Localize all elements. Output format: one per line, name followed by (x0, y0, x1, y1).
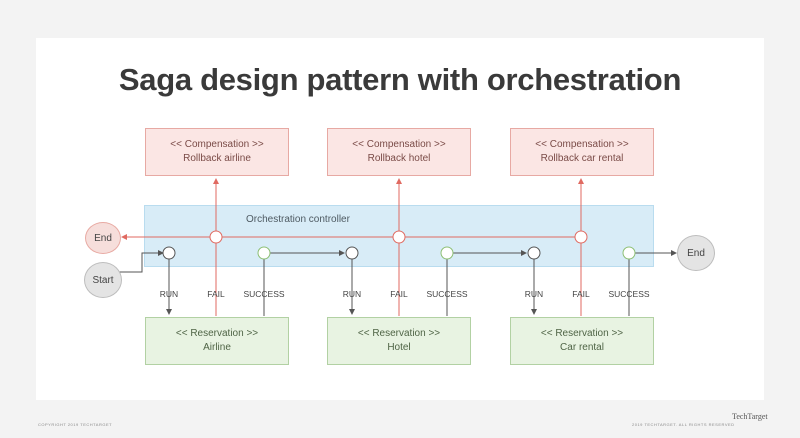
fail-label-hotel: FAIL (390, 289, 408, 299)
copyright-text: COPYRIGHT 2019 TECHTARGET (38, 422, 113, 427)
compensation-stereotype: << Compensation >> (535, 139, 629, 150)
fail-node-airline (209, 230, 223, 244)
success-node-hotel (440, 246, 454, 260)
fail-node-car-rental (574, 230, 588, 244)
run-label-car-rental: RUN (524, 289, 544, 299)
end-terminal-left: End (85, 222, 121, 254)
success-label-hotel: SUCCESS (426, 289, 468, 299)
success-node-airline (257, 246, 271, 260)
success-node-car-rental (622, 246, 636, 260)
run-node-hotel (345, 246, 359, 260)
compensation-box-car-rental: << Compensation >> Rollback car rental (510, 128, 654, 176)
start-terminal-label: Start (92, 274, 114, 286)
compensation-label: Rollback car rental (540, 153, 624, 164)
compensation-stereotype: << Compensation >> (352, 139, 446, 150)
fail-node-hotel (392, 230, 406, 244)
run-node-car-rental (527, 246, 541, 260)
reservation-stereotype: << Reservation >> (357, 328, 441, 339)
end-terminal-label: End (94, 232, 112, 244)
compensation-label: Rollback hotel (367, 153, 431, 164)
orchestration-controller-label: Orchestration controller (246, 214, 350, 225)
compensation-box-airline: << Compensation >> Rollback airline (145, 128, 289, 176)
start-terminal: Start (84, 262, 122, 298)
techtarget-logo: TechTarget (732, 412, 768, 421)
reservation-box-airline: << Reservation >> Airline (145, 317, 289, 365)
compensation-box-hotel: << Compensation >> Rollback hotel (327, 128, 471, 176)
fail-label-car-rental: FAIL (572, 289, 590, 299)
run-label-airline: RUN (159, 289, 179, 299)
reservation-box-hotel: << Reservation >> Hotel (327, 317, 471, 365)
success-label-airline: SUCCESS (243, 289, 285, 299)
run-node-airline (162, 246, 176, 260)
end-terminal-label: End (687, 247, 705, 259)
reservation-label: Airline (203, 342, 231, 353)
reservation-label: Car rental (560, 342, 604, 353)
rights-text: 2019 TECHTARGET. ALL RIGHTS RESERVED (632, 422, 735, 427)
run-label-hotel: RUN (342, 289, 362, 299)
reservation-label: Hotel (387, 342, 411, 353)
fail-label-airline: FAIL (207, 289, 225, 299)
diagram-title: Saga design pattern with orchestration (118, 62, 682, 97)
success-label-car-rental: SUCCESS (608, 289, 650, 299)
compensation-label: Rollback airline (183, 153, 251, 164)
start-connector (119, 250, 164, 273)
reservation-stereotype: << Reservation >> (540, 328, 624, 339)
reservation-stereotype: << Reservation >> (175, 328, 259, 339)
compensation-stereotype: << Compensation >> (170, 139, 264, 150)
reservation-box-car-rental: << Reservation >> Car rental (510, 317, 654, 365)
end-terminal-right: End (677, 235, 715, 271)
